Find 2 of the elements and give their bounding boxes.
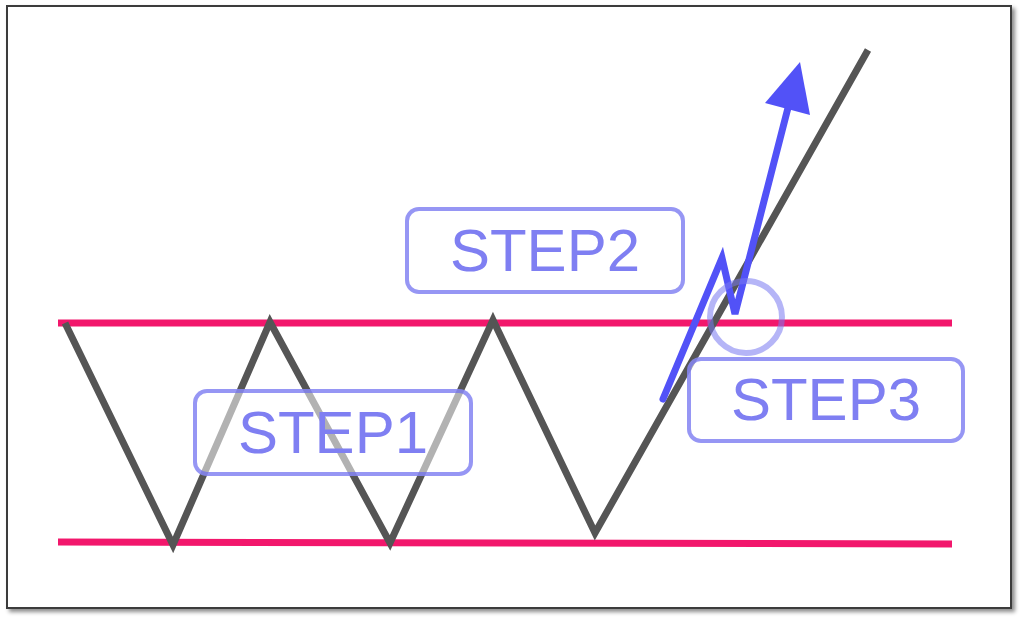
- label-box: STEP3: [687, 357, 965, 443]
- label-box: STEP2: [405, 207, 685, 294]
